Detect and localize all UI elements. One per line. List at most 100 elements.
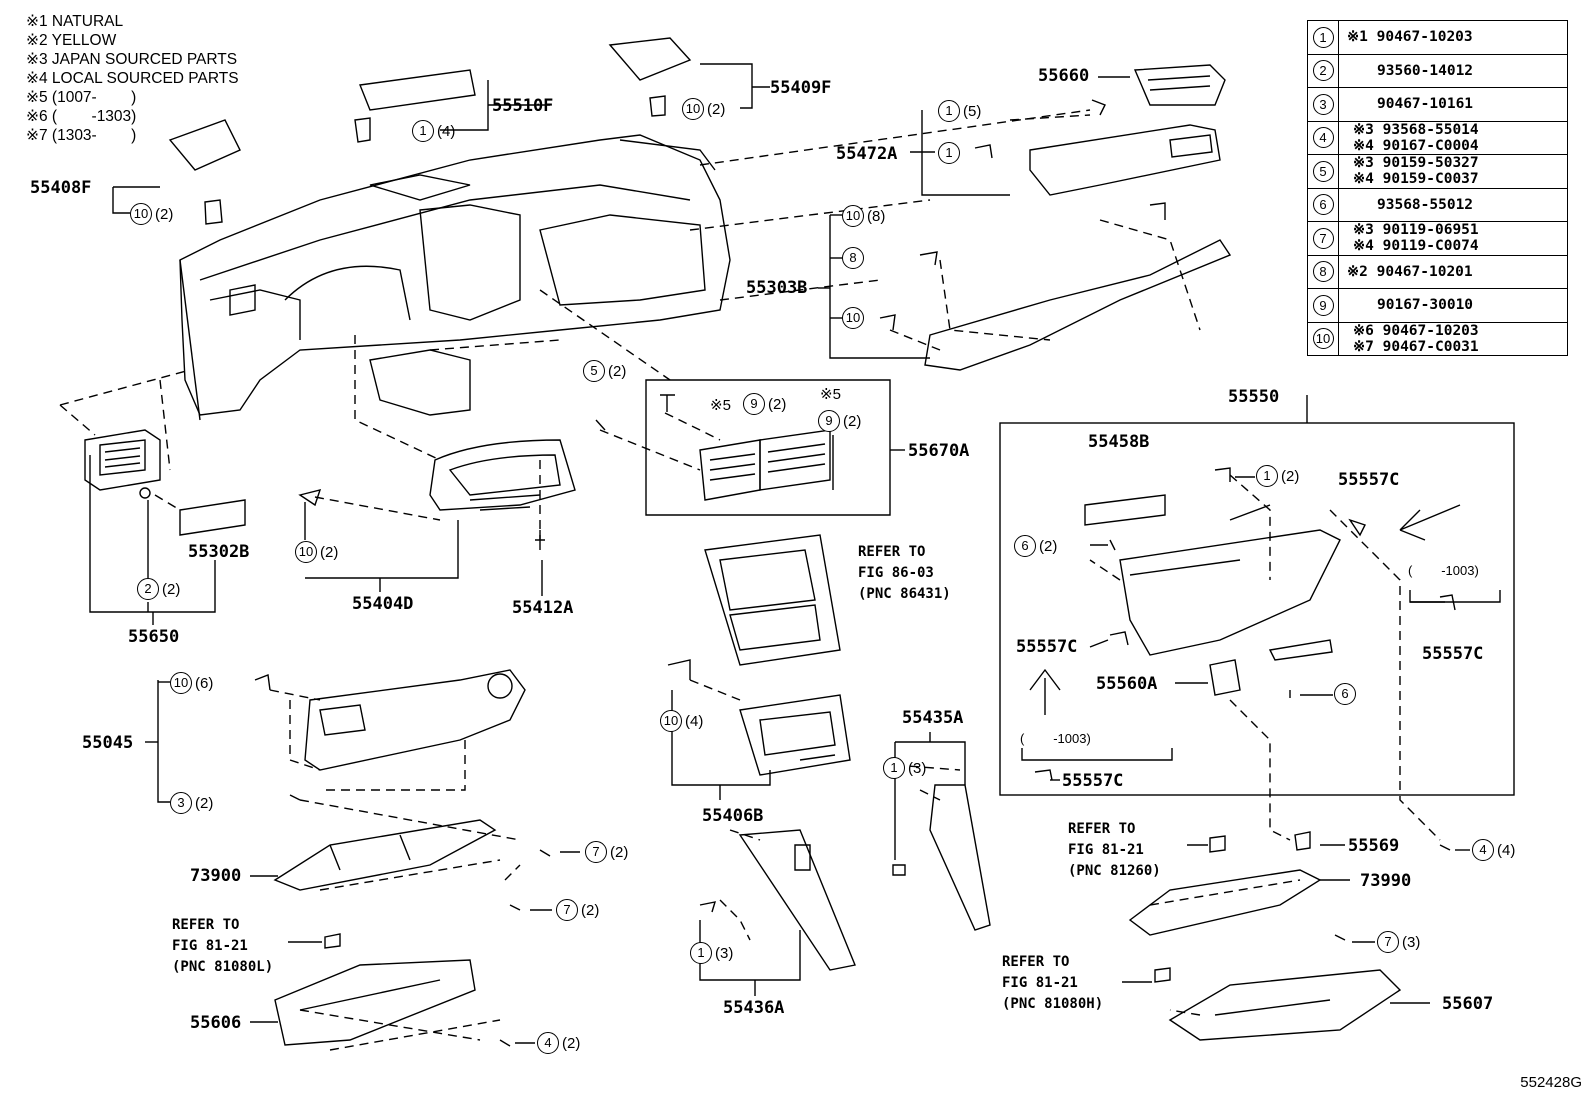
callout-number: 10 xyxy=(295,541,317,563)
callout-number: 4 xyxy=(537,1032,559,1054)
bumper-icon xyxy=(1439,594,1456,611)
bumper-icon xyxy=(1109,631,1129,646)
bracket-icon xyxy=(1294,831,1311,851)
legend-code: ※7 90467-C0031 xyxy=(1353,338,1479,355)
callout-number: 10 xyxy=(170,672,192,694)
connector-icon xyxy=(1209,835,1226,853)
legend-code: ※2 90467-10201 xyxy=(1347,263,1473,280)
callout-number: 3 xyxy=(170,792,192,814)
storage-box xyxy=(739,694,851,776)
callout: 9(2) xyxy=(743,393,786,415)
callout-qty: (2) xyxy=(1039,537,1058,555)
cover-55409f xyxy=(608,37,692,81)
note-line: ※5 (1007- ) xyxy=(26,89,137,106)
reference-note: REFER TO FIG 81-21 (PNC 81080L) xyxy=(172,917,274,975)
note-marker: ※5 xyxy=(820,386,841,403)
part-label: 55557C xyxy=(1422,644,1484,664)
lower-cover-55607 xyxy=(1168,969,1402,1041)
reference-note: REFER TO FIG 81-21 (PNC 81260) xyxy=(1068,821,1161,879)
part-label: 55404D xyxy=(352,594,414,614)
bolt-icon xyxy=(535,530,545,550)
callout: 1(3) xyxy=(883,757,926,779)
legend-code: ※4 90159-C0037 xyxy=(1353,171,1479,188)
callout-number: 10 xyxy=(842,205,864,227)
side-vent-left xyxy=(84,429,161,491)
callout-number: 10 xyxy=(130,203,152,225)
callout-number: 10 xyxy=(660,710,682,732)
bolt-icon xyxy=(499,1039,511,1047)
legend-code: 90467-10161 xyxy=(1377,96,1474,113)
callout: 10(4) xyxy=(660,710,703,732)
legend-number: 4 xyxy=(1312,127,1334,149)
callout: 1(3) xyxy=(690,942,733,964)
callout-number: 10 xyxy=(842,307,864,329)
part-label: 55302B xyxy=(188,542,250,562)
legend-row: 5※3 90159-50327※4 90159-C0037 xyxy=(1307,154,1568,189)
part-label: 55550 xyxy=(1228,387,1280,407)
part-label: 55510F xyxy=(492,96,554,116)
part-label: 55458B xyxy=(1088,432,1150,452)
leader-lines xyxy=(89,63,1501,1044)
legend-code: 90167-30010 xyxy=(1377,297,1474,314)
callout: 10(2) xyxy=(130,203,173,225)
note-line: ※2 YELLOW xyxy=(26,32,117,49)
clip-icon xyxy=(649,95,666,117)
part-label: 55650 xyxy=(128,627,180,647)
bumper-icon xyxy=(1348,518,1366,537)
callout-qty: (2) xyxy=(155,205,174,223)
note-line: ※7 (1303- ) xyxy=(26,127,137,144)
part-label: 55436A xyxy=(723,998,785,1018)
glove-box xyxy=(1119,504,1341,656)
part-label: 55557C xyxy=(1338,470,1400,490)
callout-number: 7 xyxy=(585,841,607,863)
legend-code: ※4 90167-C0004 xyxy=(1353,137,1479,154)
glove-box-group-frame xyxy=(999,422,1515,796)
bumper-icon xyxy=(1034,769,1053,781)
callout: 7(3) xyxy=(1377,931,1420,953)
callout-qty: (2) xyxy=(843,412,862,430)
callout-number: 7 xyxy=(1377,931,1399,953)
bolt-icon xyxy=(289,794,301,801)
callout: 4(2) xyxy=(537,1032,580,1054)
legend-row: 8※2 90467-10201 xyxy=(1307,254,1568,289)
reinforcement-73900 xyxy=(273,819,497,891)
callout: 1(4) xyxy=(412,120,455,142)
callout-qty: (3) xyxy=(715,944,734,962)
callout-qty: (2) xyxy=(707,100,726,118)
part-label: 55412A xyxy=(512,598,574,618)
cluster-hood xyxy=(429,439,576,511)
part-label: 55670A xyxy=(908,441,970,461)
callout: 7(2) xyxy=(556,899,599,921)
clip-icon xyxy=(919,251,938,266)
part-label: 55406B xyxy=(702,806,764,826)
legend-row: 7※3 90119-06951※4 90119-C0074 xyxy=(1307,221,1568,256)
audio-bezel xyxy=(704,534,841,666)
connector-icon xyxy=(1154,967,1171,983)
callout-number: 7 xyxy=(556,899,578,921)
callout-number: 2 xyxy=(137,578,159,600)
legend-code: ※4 90119-C0074 xyxy=(1353,238,1479,255)
callout-qty: (4) xyxy=(1497,841,1516,859)
legend-number: 1 xyxy=(1312,26,1334,48)
date-range: ( -1003) xyxy=(1020,731,1091,746)
clip-icon xyxy=(204,199,223,225)
callout: 10(8) xyxy=(842,205,885,227)
callout: 4(4) xyxy=(1472,839,1515,861)
clip-icon xyxy=(254,674,271,691)
part-label: 55607 xyxy=(1442,994,1494,1014)
side-panel-55436a xyxy=(738,829,856,971)
callout-qty: (2) xyxy=(1281,467,1300,485)
reference-note: REFER TO FIG 86-03 (PNC 86431) xyxy=(858,544,951,602)
clip-icon xyxy=(974,144,993,159)
bolt-icon xyxy=(509,904,521,911)
bolt-icon xyxy=(539,849,551,857)
bolt-icon xyxy=(595,419,606,431)
callout-number: 9 xyxy=(743,393,765,415)
part-label: 55472A xyxy=(836,144,898,164)
callout: 5(2) xyxy=(583,360,626,382)
legend-number: 2 xyxy=(1312,60,1334,82)
callout-qty: (4) xyxy=(437,122,456,140)
